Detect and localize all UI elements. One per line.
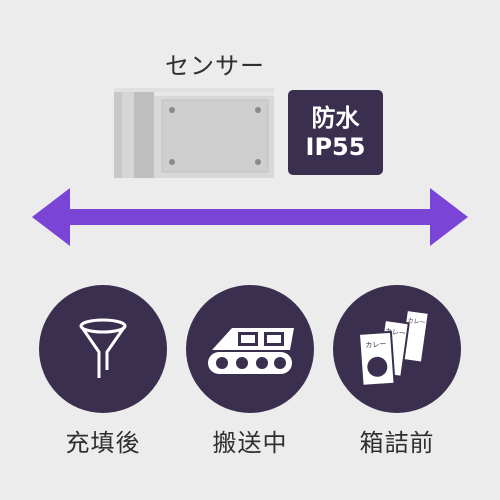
conveyor-icon [208,328,294,374]
funnel-icon [79,318,127,378]
double-headed-arrow-icon [32,188,468,246]
step-before-boxing-circle: カレー カレー カレー [333,285,461,413]
svg-text:カレー: カレー [365,340,387,349]
sensor-title: センサー [165,52,265,80]
badge-waterproof-text: 防水 [311,103,360,132]
step-before-boxing: カレー カレー カレー 箱詰前 [332,285,462,458]
step-in-transit: 搬送中 [185,285,315,458]
step-after-filling-circle [39,285,167,413]
step-after-filling: 充填後 [38,285,168,458]
step-after-filling-label: 充填後 [65,429,141,457]
svg-text:カレー: カレー [384,327,406,338]
waterproof-badge: 防水 IP55 [288,90,383,175]
badge-ip-rating: IP55 [305,132,366,161]
sensor-device-image [114,88,274,178]
step-in-transit-circle [186,285,314,413]
step-before-boxing-label: 箱詰前 [359,429,435,457]
boxes-icon: カレー カレー カレー [357,308,430,387]
step-in-transit-label: 搬送中 [212,429,288,457]
svg-text:カレー: カレー [407,317,426,326]
